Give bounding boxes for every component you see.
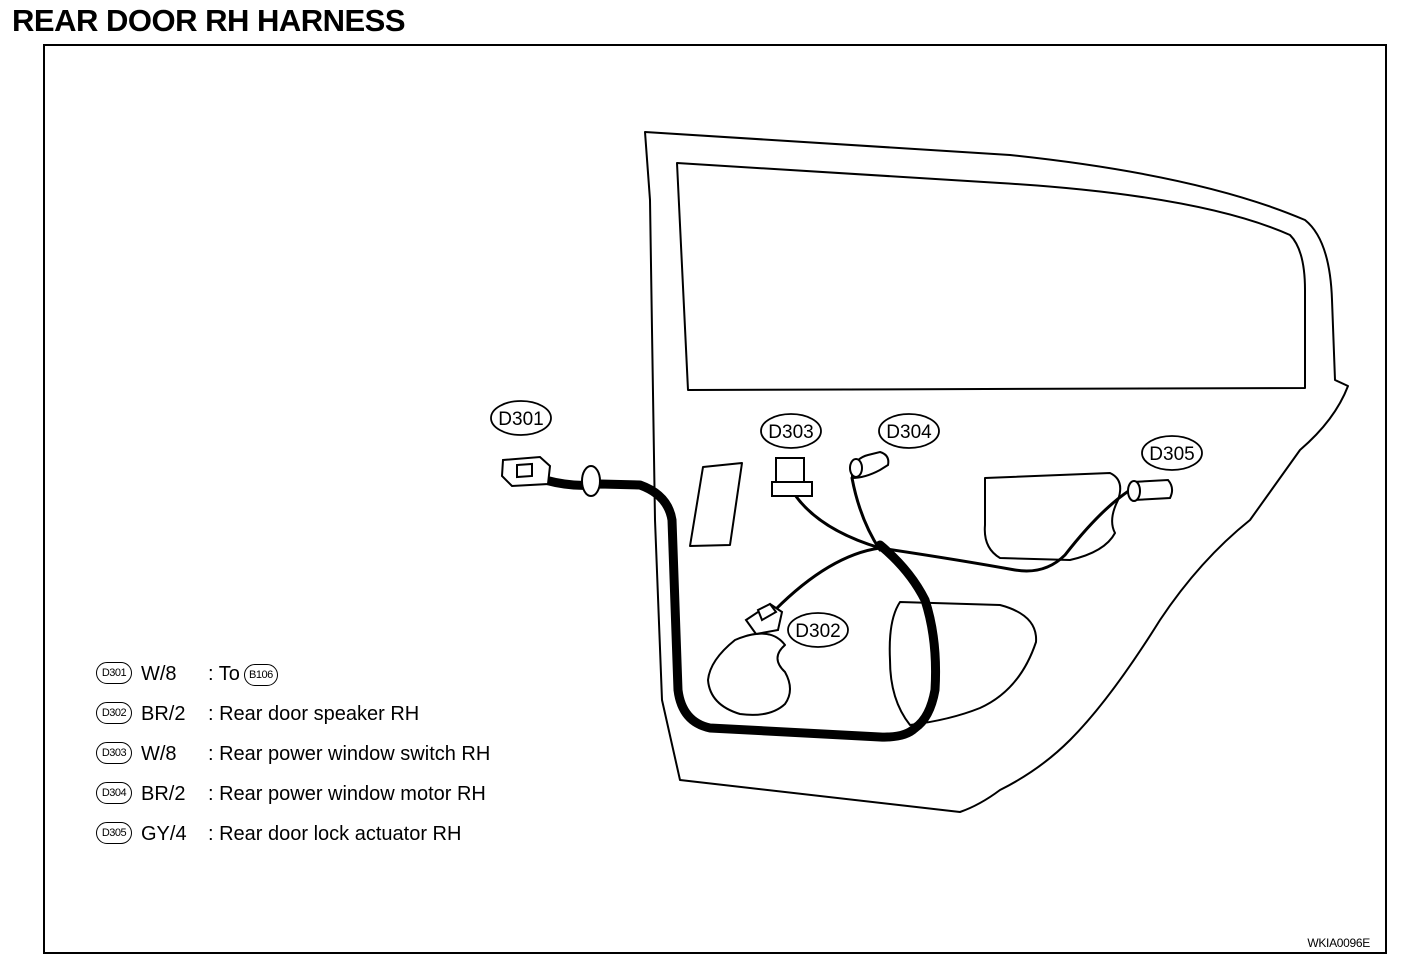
harness-branch [875,540,941,733]
legend-code-badge: D303 [96,742,132,764]
main-harness [540,475,920,742]
legend-code-badge: D302 [96,702,132,724]
legend-code-badge: D304 [96,782,132,804]
hinge-panel [689,462,743,547]
service-hole [888,601,1038,726]
callout-d302: D302 [795,621,840,642]
legend-wire-spec: W/8 [141,663,177,685]
page-title: REAR DOOR RH HARNESS [12,3,406,38]
window-opening [676,162,1306,391]
grommet-icon [581,465,601,497]
d305-connector-icon [1127,478,1174,502]
legend-wire-spec: W/8 [141,743,177,765]
d303-connector-icon [771,457,813,497]
callout-d304: D304 [886,422,932,443]
wire-to-d304 [850,476,882,552]
legend-wire-spec: BR/2 [141,703,186,725]
legend-code-badge: D305 [96,822,132,844]
legend-description: : Rear power window motor RH [208,783,486,805]
diagram-frame [43,44,1387,954]
legend-description: : Rear door speaker RH [208,703,420,725]
wire-to-d303 [793,493,882,550]
figure-reference-code: WKIA0096E [1307,936,1370,950]
callout-d301: D301 [498,409,543,430]
legend-description: : Rear door lock actuator RH [208,823,462,845]
d301-connector-icon [500,455,552,488]
speaker-hole [707,632,791,716]
lock-hole [983,472,1122,561]
legend-wire-spec: GY/4 [141,823,187,845]
wire-to-d302 [773,546,882,612]
legend-ref-badge: B106 [243,663,278,686]
callout-d305: D305 [1149,444,1194,465]
legend-description: : Rear power window switch RH [208,743,491,765]
wire-to-d305 [878,488,1132,573]
door-outline [644,131,1349,813]
legend-code-badge: D301 [96,662,132,684]
callout-d303: D303 [768,422,813,443]
legend-wire-spec: BR/2 [141,783,186,805]
d304-connector-icon [849,450,890,480]
d302-connector-icon [744,602,784,636]
